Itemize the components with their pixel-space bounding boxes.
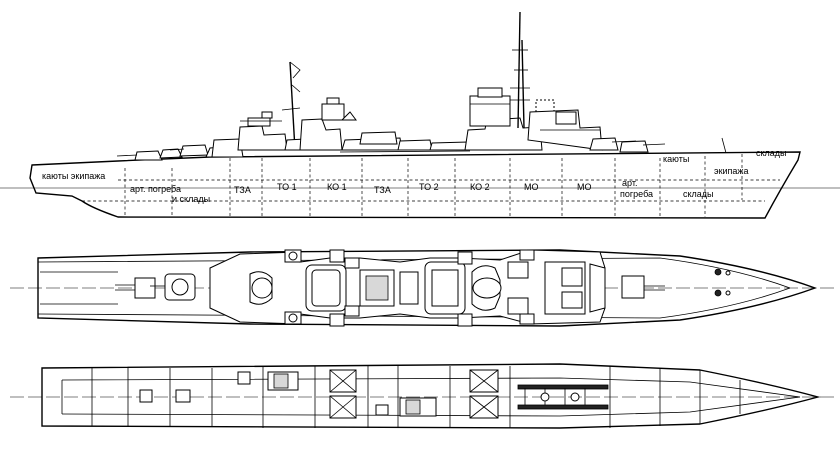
label-crew-fwd: экипажа bbox=[714, 166, 748, 176]
boiler-2 bbox=[469, 369, 499, 419]
label-magazines: погреба bbox=[620, 189, 653, 199]
forward-guns-plan bbox=[621, 268, 731, 299]
label-stores-top: склады bbox=[756, 148, 787, 158]
deck-outline bbox=[37, 249, 818, 327]
compartment-labels: каюты экипажа арт. погреба и склады ТЗА … bbox=[42, 148, 787, 204]
label-crew-quarters-aft: каюты экипажа bbox=[42, 171, 105, 181]
superstructure bbox=[116, 11, 727, 161]
label-to1: ТО 1 bbox=[277, 182, 297, 192]
aft-superstructure-plan bbox=[249, 249, 419, 327]
aft-guns-plan bbox=[115, 273, 196, 301]
label-art-magazines: арт. погреба bbox=[130, 184, 181, 194]
label-and-stores: и склады bbox=[172, 194, 210, 204]
aft-turret-1 bbox=[134, 150, 163, 161]
aft-mast bbox=[289, 61, 296, 151]
aft-turret-2 bbox=[179, 144, 209, 157]
deck-plan bbox=[10, 249, 838, 327]
label-stores-bottom: склады bbox=[683, 189, 714, 199]
compartment-grid bbox=[82, 154, 780, 217]
label-to2: ТО 2 bbox=[419, 182, 439, 192]
label-ko2: КО 2 bbox=[470, 182, 490, 192]
boiler-1 bbox=[329, 369, 357, 419]
forward-superstructure-plan bbox=[424, 249, 606, 327]
side-profile: каюты экипажа арт. погреба и склады ТЗА … bbox=[0, 11, 840, 219]
label-art: арт. bbox=[622, 178, 637, 188]
auxiliary-machinery bbox=[517, 384, 609, 410]
hold-outline bbox=[41, 363, 821, 429]
label-quarters-fwd: каюты bbox=[663, 154, 689, 164]
forward-turret-1 bbox=[589, 137, 619, 151]
bulkheads bbox=[91, 366, 741, 428]
bridge bbox=[469, 95, 511, 127]
forward-turret-2 bbox=[619, 140, 649, 153]
turbine-set-1 bbox=[237, 371, 437, 417]
label-ko1: КО 1 bbox=[327, 182, 347, 192]
label-tza-1: ТЗА bbox=[234, 185, 251, 195]
hold-plan bbox=[10, 363, 838, 429]
label-mo-2: МО bbox=[577, 182, 592, 192]
label-tza-2: ТЗА bbox=[374, 185, 391, 195]
label-mo-1: МО bbox=[524, 182, 539, 192]
